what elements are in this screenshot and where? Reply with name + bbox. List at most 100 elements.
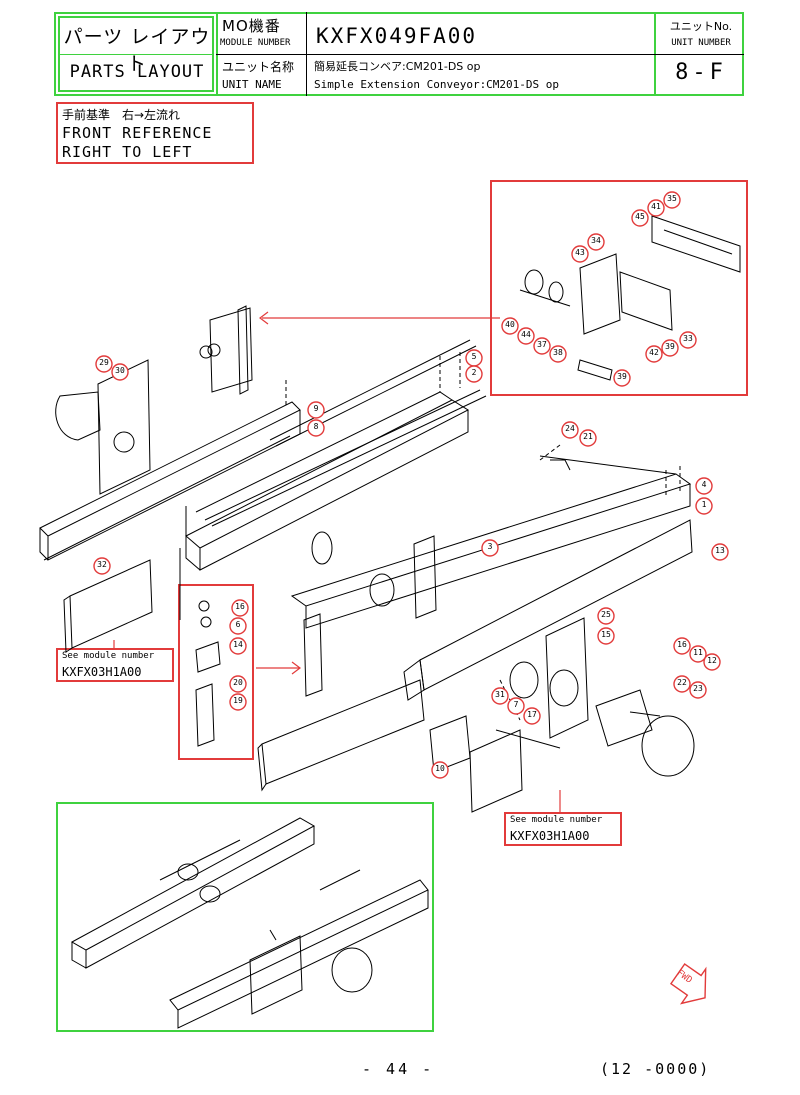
balloon-4 bbox=[695, 477, 713, 495]
part-label-24: 24 bbox=[565, 424, 575, 433]
part-label-33: 33 bbox=[683, 334, 693, 343]
part-label-21: 21 bbox=[583, 432, 593, 441]
balloon-39 bbox=[613, 369, 631, 387]
callout-box-right bbox=[504, 812, 622, 846]
part-label-11: 11 bbox=[693, 648, 703, 657]
part-label-31: 31 bbox=[495, 690, 505, 699]
balloon-6 bbox=[229, 617, 247, 635]
part-label-38: 39 bbox=[665, 342, 675, 351]
balloon-43 bbox=[571, 245, 589, 263]
part-label-29: 29 bbox=[99, 358, 109, 367]
part-label-16b: 16 bbox=[235, 602, 245, 611]
reference-note-line1: FRONT REFERENCE bbox=[62, 124, 213, 142]
balloon-29 bbox=[95, 355, 113, 373]
left-rear-rail bbox=[39, 401, 301, 561]
balloon-3 bbox=[481, 539, 499, 557]
part-label-42: 42 bbox=[649, 348, 659, 357]
balloon-33 bbox=[679, 331, 697, 349]
balloon-12 bbox=[703, 653, 721, 671]
balloon-23 bbox=[689, 681, 707, 699]
parts-layout-inner-frame bbox=[58, 16, 214, 92]
balloon-1 bbox=[695, 497, 713, 515]
detail-box-cylinder bbox=[178, 584, 254, 760]
part-label-39: 39 bbox=[617, 372, 627, 381]
detail-top-right-parts bbox=[519, 215, 741, 381]
lower-front-plate bbox=[429, 715, 561, 813]
header-hline bbox=[216, 54, 744, 55]
balloon-15 bbox=[597, 627, 615, 645]
balloon-40 bbox=[501, 317, 519, 335]
balloon-31 bbox=[491, 687, 509, 705]
part-label-36: 38 bbox=[553, 348, 563, 357]
reference-note-box bbox=[56, 102, 254, 164]
fwd-arrow bbox=[669, 963, 707, 1005]
balloon-19 bbox=[229, 693, 247, 711]
reference-note-jp: 手前基準 右→左流れ bbox=[62, 108, 181, 122]
unit-name-en: Simple Extension Conveyor:CM201-DS op bbox=[314, 78, 560, 91]
part-label-40: 40 bbox=[505, 320, 515, 329]
part-label-13: 13 bbox=[715, 546, 725, 555]
part-label-15: 15 bbox=[601, 630, 611, 639]
part-label-12: 12 bbox=[707, 656, 717, 665]
parts-layout-en: PARTS LAYOUT bbox=[69, 62, 205, 82]
part-label-5: 5 bbox=[471, 352, 477, 361]
part-label-37: 37 bbox=[537, 340, 547, 349]
part-label-16a: 16 bbox=[677, 640, 687, 649]
balloon-38 bbox=[661, 339, 679, 357]
left-side-plate bbox=[55, 359, 151, 495]
detail-box-top-right bbox=[490, 180, 748, 396]
drive-plate-right bbox=[509, 617, 589, 739]
balloon-16a bbox=[673, 637, 691, 655]
cylinder-detail bbox=[195, 600, 221, 747]
module-number: KXFX049FA00 bbox=[316, 24, 478, 48]
balloon-36 bbox=[549, 345, 567, 363]
part-label-19: 19 bbox=[233, 696, 243, 705]
part-label-1: 1 bbox=[701, 500, 707, 509]
balloon-44 bbox=[517, 327, 535, 345]
unit-no-en: UNIT NUMBER bbox=[671, 38, 731, 48]
leader-lines bbox=[285, 352, 681, 721]
part-label-34: 34 bbox=[591, 236, 601, 245]
balloon-13 bbox=[711, 543, 729, 561]
balloon-17 bbox=[523, 707, 541, 725]
part-label-23: 23 bbox=[693, 684, 703, 693]
part-label-17: 17 bbox=[527, 710, 537, 719]
part-label-2: 2 bbox=[471, 368, 477, 377]
motor-right bbox=[595, 689, 695, 777]
part-label-3: 3 bbox=[487, 542, 493, 551]
part-balloons bbox=[93, 191, 729, 779]
header-hline-left bbox=[60, 54, 212, 55]
part-label-25: 25 bbox=[601, 610, 611, 619]
balloon-42 bbox=[645, 345, 663, 363]
balloon-9 bbox=[307, 401, 325, 419]
balloon-34 bbox=[587, 233, 605, 251]
part-label-14: 14 bbox=[233, 640, 243, 649]
balloon-30 bbox=[111, 363, 129, 381]
part-label-44: 44 bbox=[521, 330, 531, 339]
part-label-41: 41 bbox=[651, 202, 661, 211]
balloon-8 bbox=[307, 419, 325, 437]
parts-layout-jp: パーツ レイアウト bbox=[63, 26, 211, 75]
part-label-20: 20 bbox=[233, 678, 243, 687]
unit-no-divider bbox=[656, 54, 744, 55]
overview-frame bbox=[56, 802, 434, 1032]
front-bottom-frame bbox=[257, 679, 425, 792]
part-label-45: 45 bbox=[635, 212, 645, 221]
part-label-6: 6 bbox=[235, 620, 241, 629]
balloon-41 bbox=[647, 199, 665, 217]
unit-name-jp: 簡易延長コンベア:CM201-DS op bbox=[314, 60, 481, 73]
reference-note-line2: RIGHT TO LEFT bbox=[62, 143, 193, 161]
balloon-22 bbox=[673, 675, 691, 693]
callout-left-label: See module number bbox=[62, 651, 155, 661]
part-label-30: 30 bbox=[115, 366, 125, 375]
mo-label-jp: MO機番 bbox=[222, 17, 281, 35]
callout-left-value: KXFX03H1A00 bbox=[62, 665, 142, 679]
mo-label-en: MODULE NUMBER bbox=[220, 38, 291, 48]
balloon-14 bbox=[229, 637, 247, 655]
callout-right-label: See module number bbox=[510, 815, 603, 825]
balloon-16b bbox=[231, 599, 249, 617]
balloon-21 bbox=[579, 429, 597, 447]
balloon-20 bbox=[229, 675, 247, 693]
balloon-11 bbox=[689, 645, 707, 663]
